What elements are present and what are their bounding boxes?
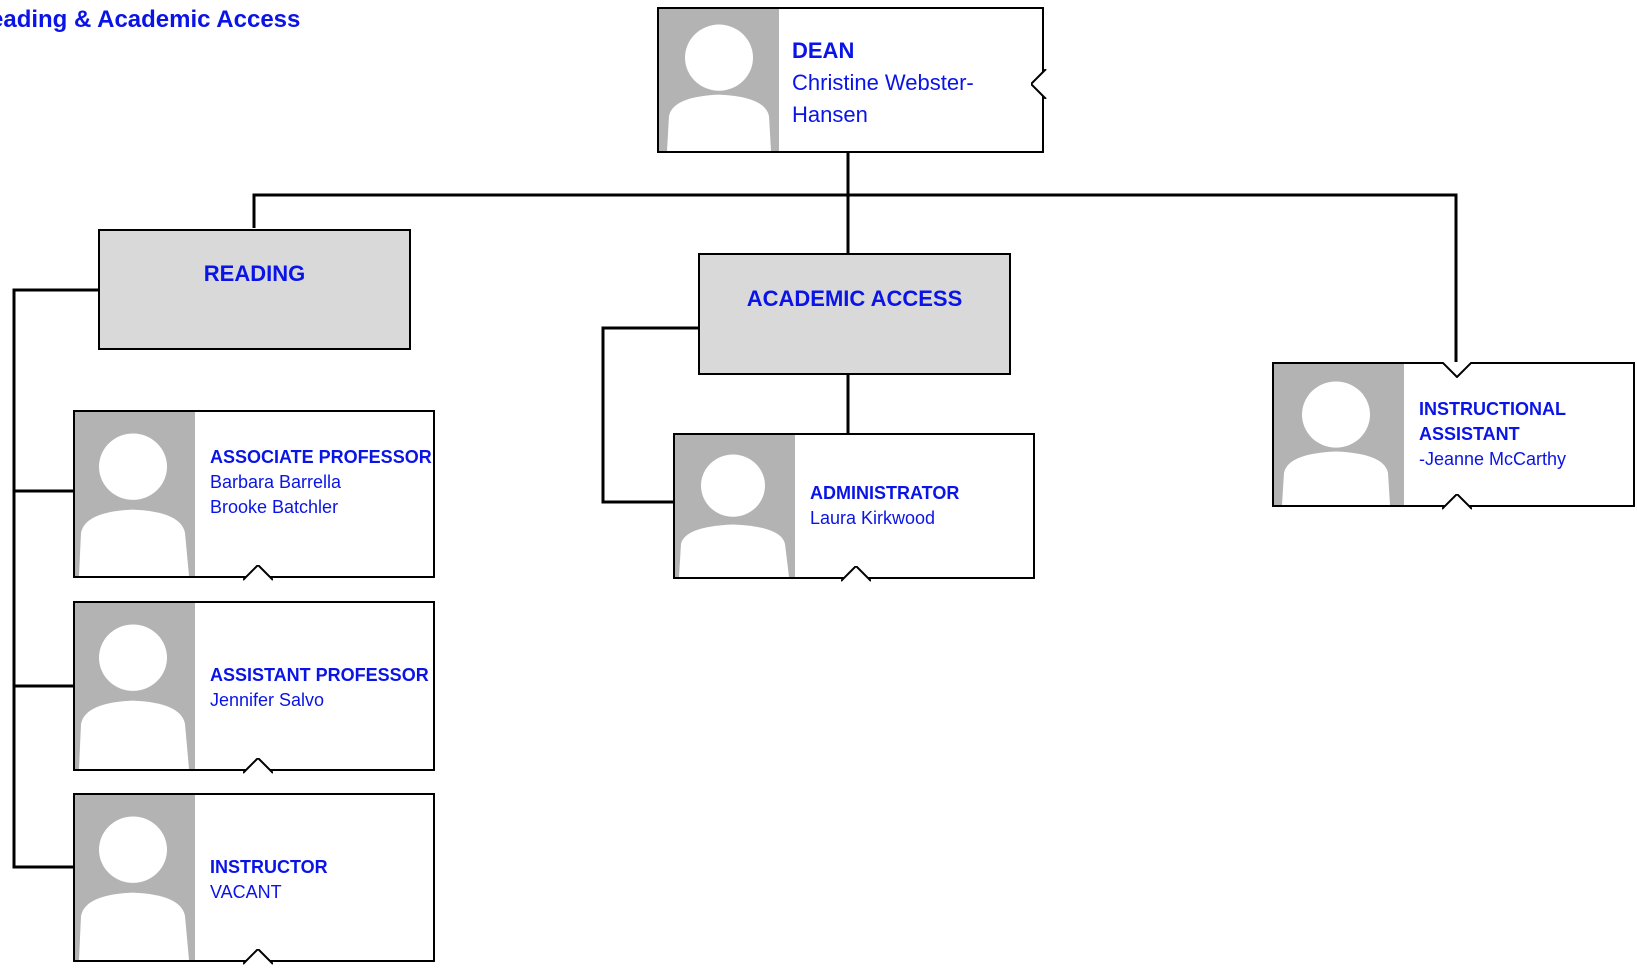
page-title: eading & Academic Access	[0, 6, 301, 33]
instructional-assistant-role-line-1: INSTRUCTIONAL	[1419, 399, 1566, 419]
department-reading: READING	[98, 229, 411, 350]
dean-photo	[659, 9, 779, 151]
dean-card: DEAN Christine Webster- Hansen	[657, 7, 1047, 153]
department-academic-access-label: ACADEMIC ACCESS	[746, 286, 963, 311]
dean-role: DEAN	[792, 38, 855, 63]
notch-bottom	[243, 565, 273, 581]
instructional-assistant-name-1: -Jeanne McCarthy	[1419, 449, 1567, 469]
notch-bottom	[243, 758, 273, 774]
person-silhouette-icon	[79, 433, 189, 576]
associate-professor-photo	[75, 412, 195, 576]
staff-card-administrator: ADMINISTRATOR Laura Kirkwood	[673, 433, 1035, 582]
dean-name-line-2: Hansen	[792, 102, 868, 127]
assistant-professor-photo	[75, 603, 195, 769]
staff-card-instructional-assistant: INSTRUCTIONAL ASSISTANT -Jeanne McCarthy	[1272, 362, 1635, 510]
dean-name-line-1: Christine Webster-	[792, 70, 974, 95]
instructor-photo	[75, 795, 195, 960]
administrator-photo	[675, 435, 795, 577]
instructional-assistant-role-line-2: ASSISTANT	[1419, 424, 1520, 444]
notch-bottom	[841, 566, 871, 582]
staff-card-instructor: INSTRUCTOR VACANT	[73, 793, 435, 965]
instructor-role: INSTRUCTOR	[210, 857, 328, 877]
assistant-professor-role: ASSISTANT PROFESSOR	[210, 665, 429, 685]
staff-card-assistant-professor: ASSISTANT PROFESSOR Jennifer Salvo	[73, 601, 435, 774]
person-silhouette-icon	[1282, 381, 1390, 505]
associate-professor-name-1: Barbara Barrella	[210, 472, 342, 492]
staff-card-associate-professor: ASSOCIATE PROFESSOR Barbara Barrella Bro…	[73, 410, 435, 581]
notch-top	[1442, 362, 1472, 378]
administrator-role: ADMINISTRATOR	[810, 483, 960, 503]
person-silhouette-icon	[679, 454, 789, 577]
notch-bottom	[1442, 494, 1472, 510]
department-reading-label: READING	[203, 261, 306, 286]
assistant-professor-name-1: Jennifer Salvo	[210, 690, 325, 710]
notch-right	[1031, 69, 1047, 99]
department-academic-access: ACADEMIC ACCESS	[698, 253, 1011, 375]
associate-professor-name-2: Brooke Batchler	[210, 497, 339, 517]
associate-professor-role: ASSOCIATE PROFESSOR	[210, 447, 432, 467]
instructional-assistant-photo	[1274, 364, 1404, 505]
administrator-name-1: Laura Kirkwood	[810, 508, 936, 528]
person-silhouette-icon	[79, 624, 189, 769]
person-silhouette-icon	[667, 24, 771, 151]
notch-bottom	[243, 949, 273, 965]
person-silhouette-icon	[79, 816, 189, 960]
instructor-name-1: VACANT	[210, 882, 282, 902]
